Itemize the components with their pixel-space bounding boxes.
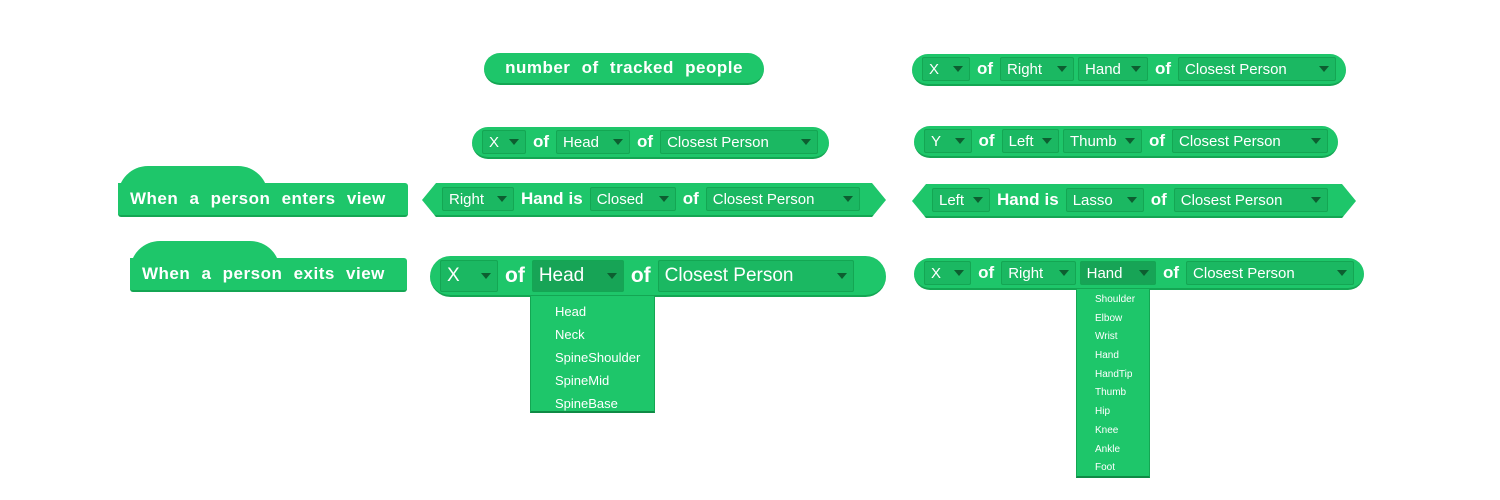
of-label: of [682, 189, 699, 208]
menu-item-ankle[interactable]: Ankle [1095, 443, 1121, 455]
chevron-down-icon [1138, 270, 1149, 276]
menu-item-handtip[interactable]: HandTip [1095, 368, 1133, 380]
menu-item-neck[interactable]: Neck [555, 327, 585, 342]
person-dropdown[interactable]: Closest Person [1174, 188, 1328, 212]
of-label: of [533, 132, 550, 151]
tracked-people-label: number of tracked people [505, 58, 743, 77]
when-person-enters-view-block[interactable]: When a person enters view [118, 183, 408, 217]
chevron-down-icon [1311, 197, 1321, 203]
person-dropdown[interactable]: Closest Person [660, 130, 819, 154]
chevron-down-icon [1127, 197, 1137, 203]
side-dropdown[interactable]: Right [1000, 57, 1075, 81]
hat-enters-label: When a person enters view [130, 189, 386, 208]
chevron-down-icon [497, 196, 507, 202]
hand-state-dropdown[interactable]: Lasso [1066, 188, 1144, 212]
joint-dropdown[interactable]: Head [531, 259, 624, 292]
chevron-down-icon [973, 197, 983, 203]
of-label: of [637, 132, 654, 151]
of-label: of [1149, 131, 1166, 150]
menu-item-shoulder[interactable]: Shoulder [1095, 294, 1136, 305]
chevron-down-icon [1319, 66, 1329, 72]
hand-state-dropdown[interactable]: Closed [590, 187, 676, 211]
person-dropdown[interactable]: Closest Person [657, 259, 854, 292]
hand-joint-menu: Shoulder Elbow Wrist Hand HandTip Thumb … [1076, 288, 1150, 478]
menu-item-hip[interactable]: Hip [1095, 406, 1111, 418]
chevron-down-icon [659, 196, 669, 202]
hand-label: Hand [521, 189, 564, 208]
side-dropdown[interactable]: Right [442, 187, 514, 211]
chevron-down-icon [1311, 138, 1321, 144]
axis-dropdown[interactable]: Y [924, 129, 972, 153]
joint-dropdown[interactable]: Thumb [1062, 129, 1142, 153]
side-dropdown[interactable]: Right [1001, 261, 1076, 285]
menu-item-spinebase[interactable]: SpineBase [555, 396, 618, 411]
chevron-down-icon [1041, 138, 1052, 144]
chevron-down-icon [613, 139, 624, 145]
menu-item-spinemid[interactable]: SpineMid [555, 373, 610, 388]
chevron-down-icon [1125, 138, 1135, 144]
chevron-down-icon [1058, 270, 1069, 276]
head-joint-menu: Head Neck SpineShoulder SpineMid SpineBa… [530, 295, 655, 413]
menu-item-elbow[interactable]: Elbow [1095, 312, 1123, 324]
menu-item-spineshoulder[interactable]: SpineShoulder [555, 350, 641, 365]
menu-item-foot[interactable]: Foot [1095, 462, 1116, 474]
right-hand-is-closed-block[interactable]: Right Hand is Closed of Closest Person [422, 183, 886, 217]
chevron-down-icon [1337, 270, 1348, 276]
y-of-left-thumb-block[interactable]: Y of Left Thumb of Closest Person [914, 126, 1338, 158]
x-of-head-large-block[interactable]: X of Head of Closest Person [430, 256, 886, 297]
axis-dropdown[interactable]: X [482, 130, 526, 154]
chevron-down-icon [801, 139, 812, 145]
x-of-head-block[interactable]: X of Head of Closest Person [472, 127, 829, 159]
person-dropdown[interactable]: Closest Person [706, 187, 860, 211]
person-dropdown[interactable]: Closest Person [1178, 57, 1336, 81]
axis-dropdown[interactable]: X [924, 261, 972, 285]
chevron-down-icon [843, 196, 853, 202]
of-label: of [1150, 190, 1167, 209]
side-dropdown[interactable]: Left [932, 188, 990, 212]
left-hand-is-lasso-block[interactable]: Left Hand is Lasso of Closest Person [912, 184, 1356, 218]
chevron-down-icon [1131, 66, 1141, 72]
chevron-down-icon [481, 272, 491, 279]
chevron-down-icon [836, 272, 847, 279]
joint-dropdown[interactable]: Head [556, 130, 631, 154]
joint-dropdown[interactable]: Hand [1078, 57, 1148, 81]
x-of-right-hand-block-open[interactable]: X of Right Hand of Closest Person [914, 258, 1364, 290]
is-label: is [568, 189, 583, 208]
of-label: of [1155, 59, 1172, 78]
chevron-down-icon [509, 139, 519, 145]
menu-item-knee[interactable]: Knee [1095, 424, 1119, 436]
menu-item-head[interactable]: Head [555, 304, 587, 319]
of-label: of [1162, 263, 1180, 282]
axis-dropdown[interactable]: X [922, 57, 970, 81]
menu-item-wrist[interactable]: Wrist [1095, 331, 1118, 343]
of-label: of [630, 263, 651, 287]
is-label: is [1044, 190, 1059, 209]
x-of-right-hand-block[interactable]: X of Right Hand of Closest Person [912, 54, 1346, 86]
number-of-tracked-people-block[interactable]: number of tracked people [484, 53, 764, 85]
chevron-down-icon [954, 270, 965, 276]
menu-item-hand[interactable]: Hand [1095, 350, 1119, 362]
side-dropdown[interactable]: Left [1001, 129, 1059, 153]
person-dropdown[interactable]: Closest Person [1172, 129, 1328, 153]
chevron-down-icon [952, 66, 963, 72]
menu-item-thumb[interactable]: Thumb [1095, 387, 1127, 399]
person-dropdown[interactable]: Closest Person [1186, 261, 1355, 285]
chevron-down-icon [954, 138, 965, 144]
of-label: of [978, 131, 995, 150]
of-label: of [505, 263, 525, 287]
of-label: of [978, 263, 995, 282]
axis-dropdown[interactable]: X [440, 259, 498, 292]
when-person-exits-view-block[interactable]: When a person exits view [130, 258, 407, 292]
hat-exits-label: When a person exits view [142, 264, 385, 283]
of-label: of [976, 59, 994, 78]
joint-dropdown[interactable]: Hand [1079, 261, 1156, 285]
chevron-down-icon [1057, 66, 1068, 72]
chevron-down-icon [606, 272, 617, 279]
hand-label: Hand [997, 190, 1040, 209]
